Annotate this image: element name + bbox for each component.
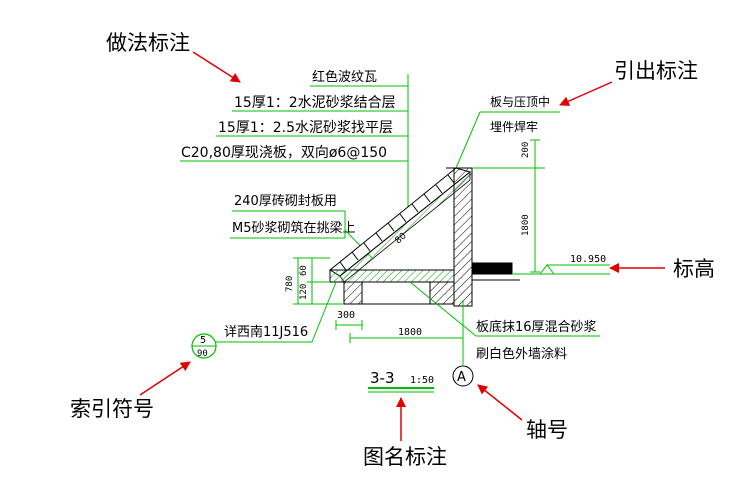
embed-note-leader xyxy=(455,111,560,169)
axis-label: A xyxy=(457,370,466,385)
bottom-note-2: 刷白色外墙涂料 xyxy=(476,346,567,362)
bottom-note-1: 板底抹16厚混合砂浆 xyxy=(476,319,597,335)
callout-drawing-title: 图名标注 xyxy=(363,445,447,469)
cantilever-slab xyxy=(329,269,455,305)
embed-note-2: 埋件焊牢 xyxy=(490,119,538,134)
elevation-symbol xyxy=(512,264,610,275)
layer-note-3: 15厚1：2.5水泥砂浆找平层 xyxy=(218,120,393,136)
wall-note-2: M5砂浆砌筑在挑梁上 xyxy=(232,220,356,236)
dim-780: 780 xyxy=(285,276,295,292)
callout-index-symbol: 索引符号 xyxy=(70,397,154,421)
layer-note-4: C20,80厚现浇板，双向ø6@150 xyxy=(181,145,387,161)
callout-elevation: 标高 xyxy=(673,257,715,281)
dim-120: 120 xyxy=(299,284,309,300)
layer-note-underlines xyxy=(180,85,408,162)
dim-200: 200 xyxy=(521,142,531,158)
dim-1800-vertical: 1800 xyxy=(521,214,531,236)
arrow-practice-note xyxy=(192,51,241,83)
embed-note-1: 板与压顶中 xyxy=(490,94,550,109)
arrow-axis-number xyxy=(477,384,523,421)
index-symbol-bottom: 90 xyxy=(197,349,208,359)
callout-lead-note: 引出标注 xyxy=(614,59,698,83)
drawing-name: 3-3 xyxy=(370,369,395,387)
axis-bubble xyxy=(452,365,474,387)
callout-axis-number: 轴号 xyxy=(526,418,568,442)
index-symbol xyxy=(191,333,217,359)
dimension-right xyxy=(472,139,545,273)
arrow-lead-note xyxy=(559,81,613,106)
drawing-scale: 1:50 xyxy=(410,375,434,386)
bottom-note-leader xyxy=(409,281,600,337)
layer-note-1: 红色波纹瓦 xyxy=(312,69,377,85)
index-reference: 详西南11J516 xyxy=(224,324,308,340)
dim-300: 300 xyxy=(337,310,355,321)
callout-practice-note: 做法标注 xyxy=(106,31,190,55)
dim-1800-horizontal: 1800 xyxy=(398,327,422,338)
arrow-index-symbol xyxy=(139,361,191,396)
wall-note-1: 240厚砖砌封板用 xyxy=(234,194,337,209)
index-symbol-top: 5 xyxy=(200,335,206,346)
dim-60: 60 xyxy=(299,265,309,276)
layer-note-2: 15厚1：2水泥砂浆结合层 xyxy=(234,95,396,111)
elevation-value: 10.950 xyxy=(570,254,606,265)
dimension-left xyxy=(293,257,344,305)
index-leader xyxy=(216,281,337,343)
